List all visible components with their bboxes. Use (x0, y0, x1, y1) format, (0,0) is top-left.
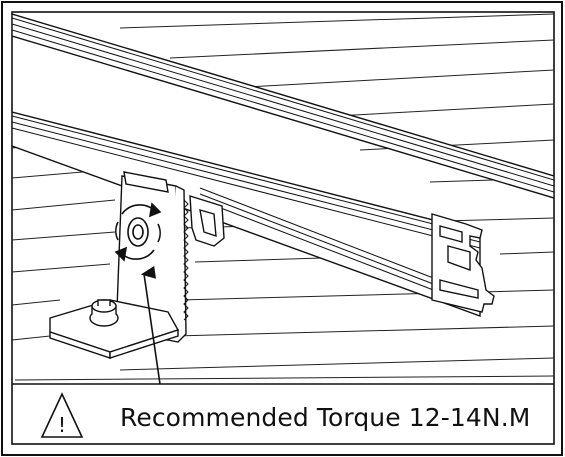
leader-arrow (140, 266, 161, 384)
base-bolt (89, 299, 119, 327)
warning-triangle-icon: ! (40, 392, 84, 438)
back-rail (12, 13, 554, 199)
rotation-arrows-icon (114, 202, 162, 262)
rail-end-profile (431, 213, 495, 313)
inner-border (11, 11, 555, 445)
rail-clamp (189, 195, 225, 247)
warning-symbol: ! (58, 413, 66, 437)
l-foot-bracket (49, 171, 189, 359)
torque-caption: Recommended Torque 12-14N.M (120, 402, 531, 432)
